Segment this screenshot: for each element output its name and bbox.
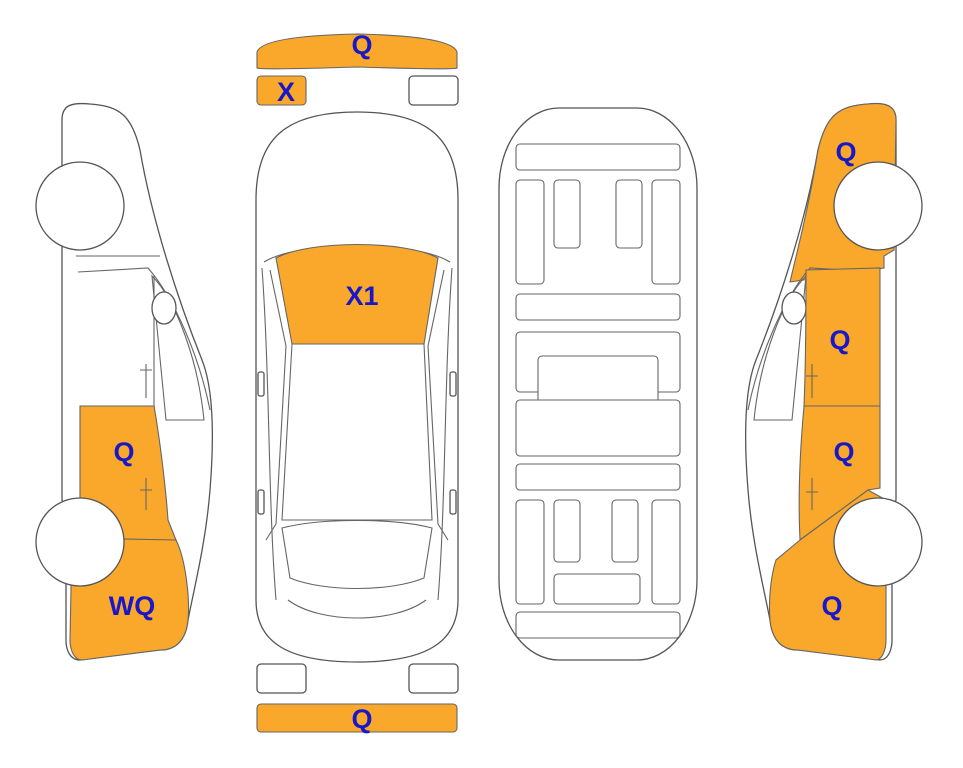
underside-panel-1 <box>515 143 681 171</box>
underside-panel-15 <box>515 611 681 639</box>
left-window-line <box>77 267 211 411</box>
front-left-light-label: X <box>277 77 295 107</box>
underside-panel-2 <box>515 179 545 285</box>
left-rear-quarter-label: WQ <box>109 591 156 621</box>
left-front-handle-icon <box>140 364 152 398</box>
top-right-mirror <box>449 371 457 397</box>
right-mirror <box>781 291 807 325</box>
underside-panel-14 <box>553 573 641 605</box>
underside-panel-5 <box>651 179 681 285</box>
front-bumper[interactable] <box>256 33 458 70</box>
rear-left-light[interactable] <box>256 663 307 694</box>
underside-panel-9 <box>515 463 681 491</box>
right-front-door-label: Q <box>829 325 850 355</box>
left-rear-handle-icon <box>140 478 152 510</box>
underside-panel-11 <box>553 499 581 563</box>
right-window-inner <box>753 274 807 421</box>
left-front-wheel <box>35 161 125 251</box>
right-side-view: Q Q Q Q <box>744 102 923 661</box>
underside-panel-4 <box>615 179 643 249</box>
left-rear-door-label: Q <box>113 437 134 467</box>
top-side-line-left <box>261 267 277 601</box>
front-right-light[interactable] <box>408 75 459 106</box>
underside-panel-13 <box>651 499 681 605</box>
top-left-mirror <box>257 371 265 397</box>
right-front-handle-icon <box>806 364 818 398</box>
left-window-inner <box>151 274 205 421</box>
left-mirror <box>151 291 177 325</box>
top-right-handle <box>449 489 457 515</box>
top-left-windows <box>265 269 287 541</box>
underside-panel-12 <box>611 499 639 563</box>
left-rear-wheel <box>35 497 125 587</box>
top-view: Q X X1 Q <box>255 30 459 734</box>
top-trunk-line <box>287 599 427 619</box>
top-side-line-right <box>437 267 453 601</box>
underside-view <box>498 107 698 661</box>
rear-right-light[interactable] <box>408 663 459 694</box>
right-rear-handle-icon <box>806 478 818 510</box>
right-rear-quarter-label: Q <box>821 591 842 621</box>
top-rear-window <box>281 519 433 590</box>
rear-bumper-label: Q <box>351 704 372 734</box>
front-bumper-label: Q <box>351 30 372 60</box>
windshield-label: X1 <box>345 281 378 311</box>
top-left-handle <box>257 489 265 515</box>
right-rear-wheel <box>833 497 923 587</box>
right-front-fender-label: Q <box>835 137 856 167</box>
underside-panel-8 <box>515 399 681 457</box>
rear-bumper[interactable] <box>256 703 458 733</box>
underside-panel-6 <box>515 293 681 321</box>
left-side-view: Q WQ <box>35 102 214 661</box>
top-right-windows <box>427 269 449 541</box>
front-left-light[interactable] <box>256 75 307 106</box>
top-roof <box>281 343 433 521</box>
windshield[interactable] <box>275 243 439 345</box>
right-rear-door-label: Q <box>833 437 854 467</box>
underside-panel-10 <box>515 499 545 605</box>
right-front-wheel <box>833 161 923 251</box>
underside-panel-3 <box>553 179 581 249</box>
